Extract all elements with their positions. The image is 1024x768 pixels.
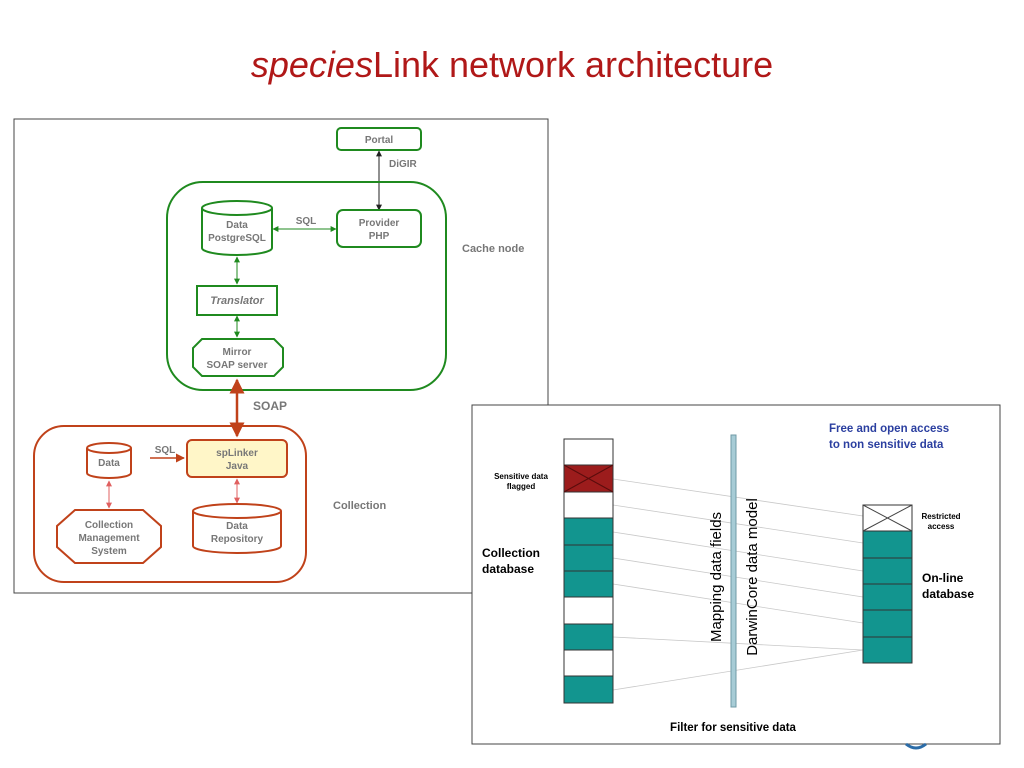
data-postgresql-label-1: Data	[226, 220, 248, 231]
free-access-line-1: Free and open access	[829, 423, 949, 435]
portal-box	[336, 127, 422, 151]
cms-box	[56, 509, 162, 564]
online-database-column	[862, 504, 913, 664]
soap-label: SOAP	[253, 399, 287, 413]
mapping-lines	[612, 478, 864, 691]
provider-box	[336, 209, 422, 248]
provider-label-1: Provider	[359, 218, 400, 229]
provider-label-2: PHP	[369, 231, 390, 242]
page-title: speciesLink network architecture	[0, 44, 1024, 86]
mirror-label-1: Mirror	[223, 347, 252, 358]
splinker-label-2: Java	[226, 461, 249, 472]
collection-box	[33, 425, 307, 583]
title-italic: species	[250, 44, 373, 85]
data-cylinder	[86, 442, 132, 479]
cache-node-box	[166, 181, 447, 391]
darwincore-label: DarwinCore data model	[744, 498, 761, 656]
restricted-access-line-2: access	[928, 522, 955, 531]
cms-label-3: System	[91, 546, 127, 557]
translator-label: Translator	[210, 295, 264, 307]
logo-arc-icon	[905, 742, 927, 750]
sql-top-label: SQL	[296, 216, 317, 227]
data-postgresql-cylinder	[201, 200, 273, 256]
free-access-line-2: to non sensitive data	[829, 439, 944, 451]
title-rest: Link network architecture	[372, 44, 774, 85]
collection-label: Collection	[333, 500, 386, 512]
collection-database-label-2: database	[482, 562, 534, 576]
online-database-label-1: On-line	[922, 571, 964, 585]
portal-label: Portal	[365, 135, 394, 146]
cache-node-label: Cache node	[462, 243, 524, 255]
translator-box	[196, 285, 278, 316]
repository-label-2: Repository	[211, 534, 264, 545]
mapping-data-fields-label: Mapping data fields	[708, 512, 725, 642]
filter-bar	[730, 434, 737, 708]
splinker-box	[186, 439, 288, 478]
sensitive-flagged-line-1: Sensitive data	[494, 472, 548, 481]
sensitive-flagged-line-2: flagged	[507, 482, 536, 491]
data-small-label: Data	[98, 458, 120, 469]
filter-footer-label: Filter for sensitive data	[670, 722, 797, 734]
data-repository-cylinder	[192, 503, 282, 554]
cms-label-1: Collection	[85, 520, 133, 531]
restricted-access-line-1: Restricted	[921, 512, 960, 521]
repository-label-1: Data	[226, 521, 248, 532]
mirror-soap-box	[192, 338, 284, 377]
data-postgresql-label-2: PostgreSQL	[208, 233, 266, 244]
cms-label-2: Management	[78, 533, 140, 544]
collection-database-label-1: Collection	[482, 546, 540, 560]
digir-label: DiGIR	[389, 159, 418, 170]
collection-database-column	[563, 438, 614, 704]
splinker-label-1: spLinker	[216, 448, 258, 459]
online-database-label-2: database	[922, 587, 974, 601]
sql-bottom-label: SQL	[155, 445, 176, 456]
mirror-label-2: SOAP server	[207, 360, 268, 371]
